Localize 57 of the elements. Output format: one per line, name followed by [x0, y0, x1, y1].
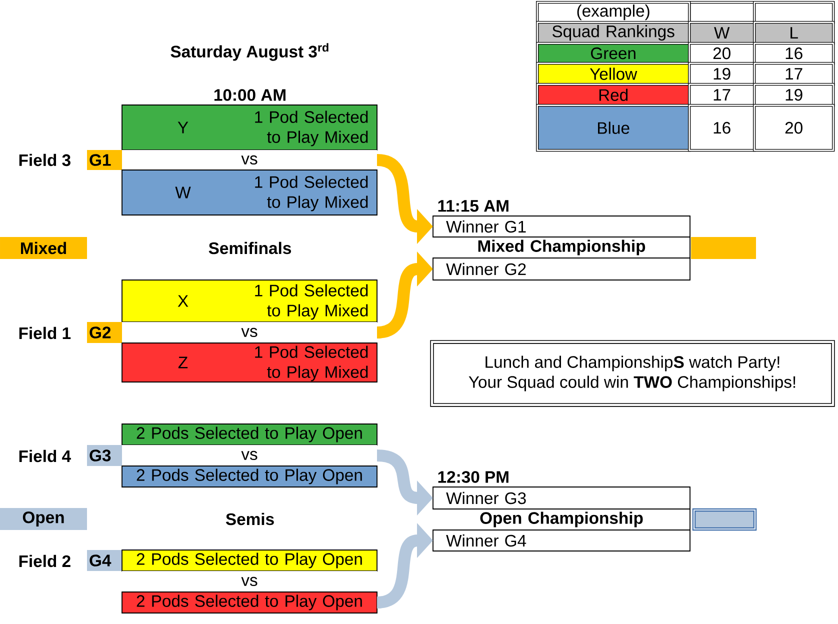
team-box [122, 342, 378, 382]
game-tag: G1 [87, 150, 122, 170]
announcement-box [430, 340, 835, 407]
table-cell: 17 [753, 62, 835, 86]
field-label: Field 4 [19, 450, 71, 462]
versus-label: vs [122, 150, 377, 170]
team-letter: W [175, 186, 191, 198]
table-cell: 17 [688, 83, 756, 107]
championship-row: Open Championship [480, 508, 690, 530]
table-cell: Green [536, 42, 691, 65]
round-label: Semis [226, 512, 274, 526]
announcement-line: Lunch and ChampionshipS watch Party! [486, 356, 780, 372]
table-cell: 16 [753, 42, 835, 65]
team-box: 2 Pods Selected to Play Open [122, 592, 378, 614]
table-cell: Blue [536, 104, 691, 152]
team-letter: Z [178, 356, 188, 368]
table-cell: 19 [753, 83, 835, 107]
winner-slot: Winner G2 [432, 258, 690, 280]
field-label: Field 1 [19, 326, 71, 340]
field-label: Field 2 [19, 554, 70, 568]
time-label: 10:00 AM [214, 89, 286, 101]
table-cell: Yellow [536, 62, 691, 86]
time-label: 12:30 PM [438, 471, 508, 483]
table-cell: W [688, 20, 756, 45]
team-letter: Y [178, 122, 188, 134]
table-cell: 19 [688, 62, 756, 86]
selection-note: 1 Pod Selected to Play Mixed [255, 346, 368, 382]
team-box: 2 Pods Selected to Play Open [122, 550, 378, 572]
game-tag: G4 [87, 550, 122, 571]
team-box [122, 104, 378, 150]
team-box [122, 280, 378, 322]
winner-slot: Winner G1 [432, 216, 690, 238]
table-cell: Red [536, 83, 691, 107]
time-label: 11:15 AM [438, 200, 508, 212]
division-tag: Open [0, 508, 87, 530]
championship-row: Mixed Championship [478, 236, 690, 258]
field-label: Field 3 [19, 154, 70, 166]
winner-slot: Winner G4 [432, 530, 690, 552]
team-box: 2 Pods Selected to Play Open [122, 466, 378, 488]
selection-note: 1 Pod Selected to Play Mixed [255, 176, 368, 212]
team-letter: X [178, 295, 188, 307]
title: Saturday August 3$^{rd}$ [170, 43, 328, 61]
table-cell: L [753, 20, 835, 45]
versus-label: vs [122, 444, 377, 466]
game-tag: G3 [87, 444, 122, 466]
team-box: 2 Pods Selected to Play Open [122, 424, 378, 446]
division-tag: Mixed [0, 237, 87, 259]
result-box [691, 237, 756, 259]
result-box [692, 508, 757, 531]
winner-slot: Winner G3 [432, 486, 690, 510]
versus-label: vs [122, 570, 377, 592]
game-tag: G2 [87, 322, 122, 343]
versus-label: vs [122, 322, 377, 343]
team-box [122, 170, 378, 216]
announcement-line: Your Squad could win TWO Championships! [468, 376, 796, 392]
table-cell: 20 [688, 42, 756, 65]
round-label: Semifinals [208, 242, 292, 254]
